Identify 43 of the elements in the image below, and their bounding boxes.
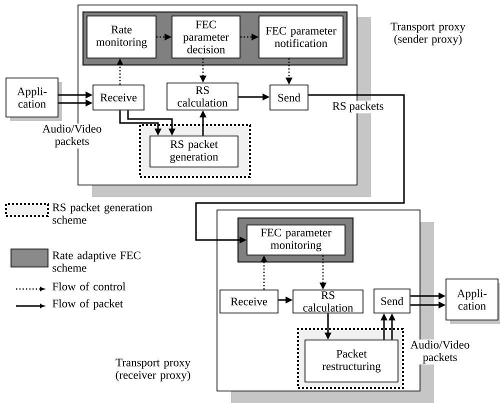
- process-box: RS calculation: [292, 290, 364, 314]
- legend-text: Flow of packet: [52, 299, 124, 310]
- process-box: Send: [270, 84, 308, 110]
- process-box: FEC parameter notification: [258, 16, 344, 58]
- application-box: Appli-cation: [446, 278, 500, 324]
- arrow: [195, 94, 405, 244]
- process-box: RS packet generation: [150, 136, 238, 168]
- arrow: [58, 100, 93, 106]
- arrow: [200, 110, 206, 136]
- arrow: [238, 94, 270, 100]
- node-label: Transport proxy (receiver proxy): [116, 358, 190, 382]
- arrow: [127, 110, 176, 136]
- arrow: [58, 92, 93, 98]
- process-box: RS calculation: [166, 82, 238, 110]
- label-text: Audio/Video packets: [404, 340, 476, 364]
- arrow: [116, 58, 124, 85]
- arrow: [410, 302, 446, 308]
- application-box: Appli-cation: [6, 78, 62, 121]
- legend-text: Flow of control: [52, 282, 126, 290]
- arrow: [380, 313, 388, 340]
- legend-text: Rate adaptive FEC scheme: [52, 251, 140, 272]
- process-box: Rate monitoring: [86, 16, 156, 58]
- process-box: Packet restructuring: [304, 340, 398, 382]
- arrow: [410, 292, 446, 300]
- arrow: [324, 313, 332, 340]
- process-box: Send: [374, 288, 410, 314]
- edge-label: RS packets: [331, 100, 385, 114]
- arrow: [278, 296, 293, 304]
- process-box: FEC parameter decision: [172, 16, 240, 58]
- process-box: Receive: [92, 84, 144, 110]
- legend-text: RS packet generation scheme: [52, 203, 152, 224]
- node-label: Transport proxy (sender proxy): [390, 22, 466, 46]
- process-box: FEC parameter monitoring: [246, 224, 346, 256]
- arrow: [240, 34, 259, 40]
- arrow: [260, 255, 268, 290]
- arrow: [286, 58, 292, 85]
- process-box: Receive: [220, 290, 278, 314]
- label-text: Audio/Video packets: [36, 124, 108, 148]
- arrow: [388, 313, 396, 340]
- arrow: [156, 34, 172, 40]
- arrow: [119, 110, 162, 136]
- arrow: [200, 58, 206, 83]
- arrow: [320, 255, 326, 290]
